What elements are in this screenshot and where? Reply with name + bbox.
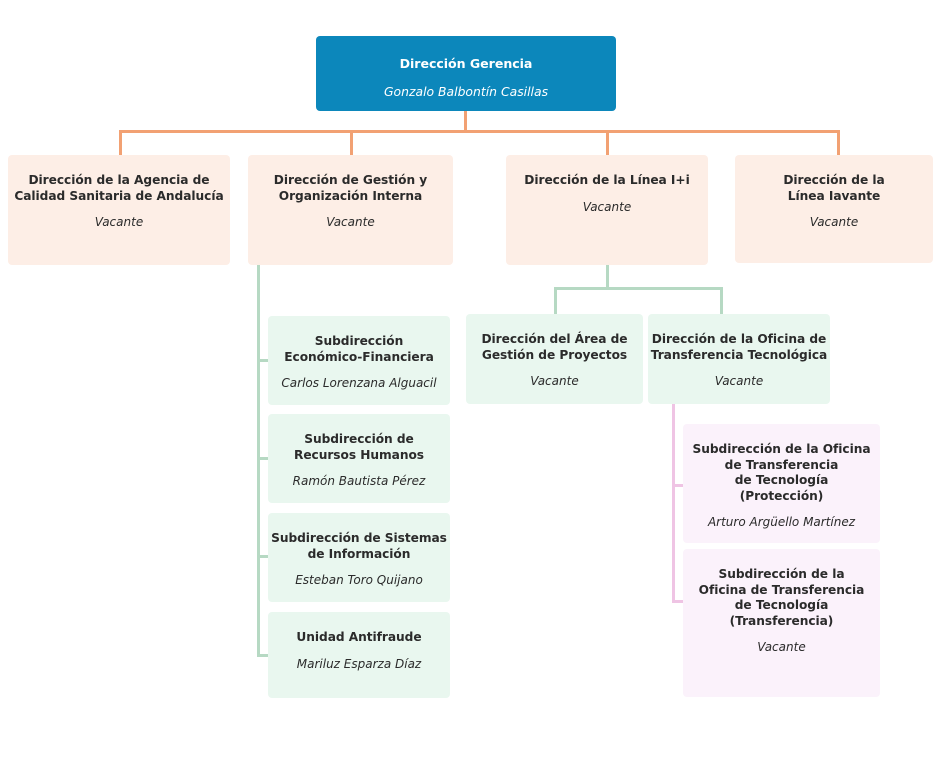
node-person: Vacante bbox=[757, 640, 806, 654]
connector-stub-ott-proteccion bbox=[672, 484, 684, 487]
node-person: Vacante bbox=[94, 215, 144, 229]
node-direccion-area-gestion-proyectos[interactable]: Dirección del Área de Gestión de Proyect… bbox=[466, 314, 643, 404]
node-person: Vacante bbox=[582, 199, 632, 214]
node-subdireccion-ott-transferencia[interactable]: Subdirección de la Oficina de Transferen… bbox=[683, 549, 880, 697]
node-subdireccion-economico-financiera[interactable]: Subdirección Económico-Financiera Carlos… bbox=[268, 316, 450, 405]
connector-drop-agencia-calidad bbox=[119, 130, 122, 156]
node-person: Vacante bbox=[809, 215, 859, 229]
node-title: Dirección Gerencia bbox=[399, 56, 533, 71]
node-title: Subdirección de la Oficina de Transferen… bbox=[692, 442, 871, 503]
node-title: Dirección de la Línea Iavante bbox=[783, 173, 885, 203]
node-direccion-agencia-calidad-sanitaria[interactable]: Dirección de la Agencia de Calidad Sanit… bbox=[8, 155, 230, 265]
node-person: Esteban Toro Quijano bbox=[295, 573, 423, 587]
node-subdireccion-recursos-humanos[interactable]: Subdirección de Recursos Humanos Ramón B… bbox=[268, 414, 450, 503]
connector-stub-sistemas-informacion bbox=[257, 555, 269, 558]
node-subdireccion-ott-proteccion[interactable]: Subdirección de la Oficina de Transferen… bbox=[683, 424, 880, 543]
node-direccion-linea-iavante[interactable]: Dirección de la Línea Iavante Vacante bbox=[735, 155, 933, 263]
connector-drop-linea-i-mas-i bbox=[606, 130, 609, 156]
node-person: Vacante bbox=[714, 374, 764, 388]
node-person: Ramón Bautista Pérez bbox=[292, 474, 426, 488]
node-direccion-gestion-organizacion-interna[interactable]: Dirección de Gestión y Organización Inte… bbox=[248, 155, 453, 265]
node-title: Dirección de la Agencia de Calidad Sanit… bbox=[14, 173, 224, 203]
connector-level2-bus bbox=[554, 287, 723, 290]
node-title: Dirección del Área de Gestión de Proyect… bbox=[481, 332, 628, 362]
connector-stub-economico-financiera bbox=[257, 359, 269, 362]
node-unidad-antifraude[interactable]: Unidad Antifraude Mariluz Esparza Díaz bbox=[268, 612, 450, 698]
node-title: Subdirección de Recursos Humanos bbox=[294, 432, 424, 462]
node-direccion-gerencia[interactable]: Dirección Gerencia Gonzalo Balbontín Cas… bbox=[316, 36, 616, 111]
connector-drop-linea-iavante bbox=[837, 130, 840, 156]
connector-linea-stem bbox=[606, 263, 609, 289]
node-person: Carlos Lorenzana Alguacil bbox=[281, 376, 437, 390]
connector-stub-unidad-antifraude bbox=[257, 654, 269, 657]
node-person: Gonzalo Balbontín Casillas bbox=[383, 83, 549, 99]
node-title: Unidad Antifraude bbox=[296, 630, 422, 644]
node-direccion-oficina-transferencia-tecnologica[interactable]: Dirección de la Oficina de Transferencia… bbox=[648, 314, 830, 404]
connector-drop-oficina-transferencia bbox=[720, 287, 723, 314]
node-title: Subdirección de Sistemas de Información bbox=[271, 531, 447, 561]
connector-stub-ott-transferencia bbox=[672, 600, 684, 603]
connector-root-stem bbox=[464, 110, 467, 132]
connector-drop-gestion-proyectos bbox=[554, 287, 557, 314]
node-person: Vacante bbox=[326, 215, 375, 229]
node-subdireccion-sistemas-informacion[interactable]: Subdirección de Sistemas de Información … bbox=[268, 513, 450, 602]
connector-stub-recursos-humanos bbox=[257, 457, 269, 460]
node-direccion-linea-i-mas-i[interactable]: Dirección de la Línea I+i Vacante bbox=[506, 155, 708, 265]
connector-gestion-spine bbox=[257, 264, 260, 657]
node-title: Dirección de Gestión y Organización Inte… bbox=[273, 173, 428, 203]
connector-level1-bus bbox=[119, 130, 840, 133]
node-person: Vacante bbox=[530, 374, 579, 388]
node-title: Dirección de la Línea I+i bbox=[524, 173, 690, 187]
node-title: Subdirección de la Oficina de Transferen… bbox=[698, 567, 865, 628]
connector-ott-spine bbox=[672, 404, 675, 603]
node-person: Arturo Argüello Martínez bbox=[707, 515, 856, 529]
node-title: Dirección de la Oficina de Transferencia… bbox=[650, 332, 828, 362]
connector-drop-gestion-organizacion bbox=[350, 130, 353, 156]
node-title: Subdirección Económico-Financiera bbox=[284, 334, 434, 364]
node-person: Mariluz Esparza Díaz bbox=[296, 656, 422, 671]
